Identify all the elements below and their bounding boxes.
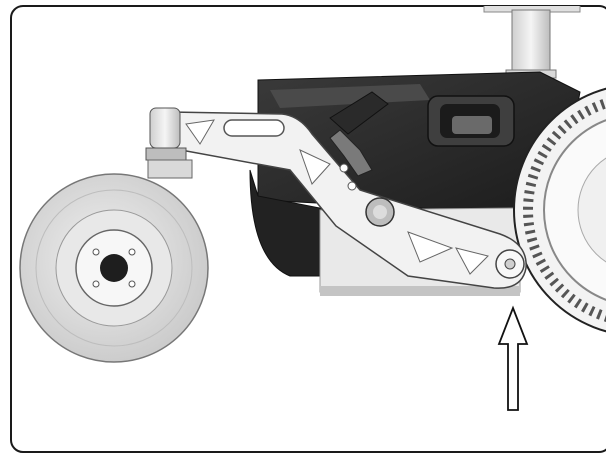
up-arrow-icon [497, 305, 529, 411]
shock-absorber [329, 91, 389, 177]
caster-wheel [19, 173, 209, 363]
suspension-arm [169, 111, 527, 289]
drive-wheel [513, 83, 606, 337]
caster-fork [145, 107, 193, 179]
